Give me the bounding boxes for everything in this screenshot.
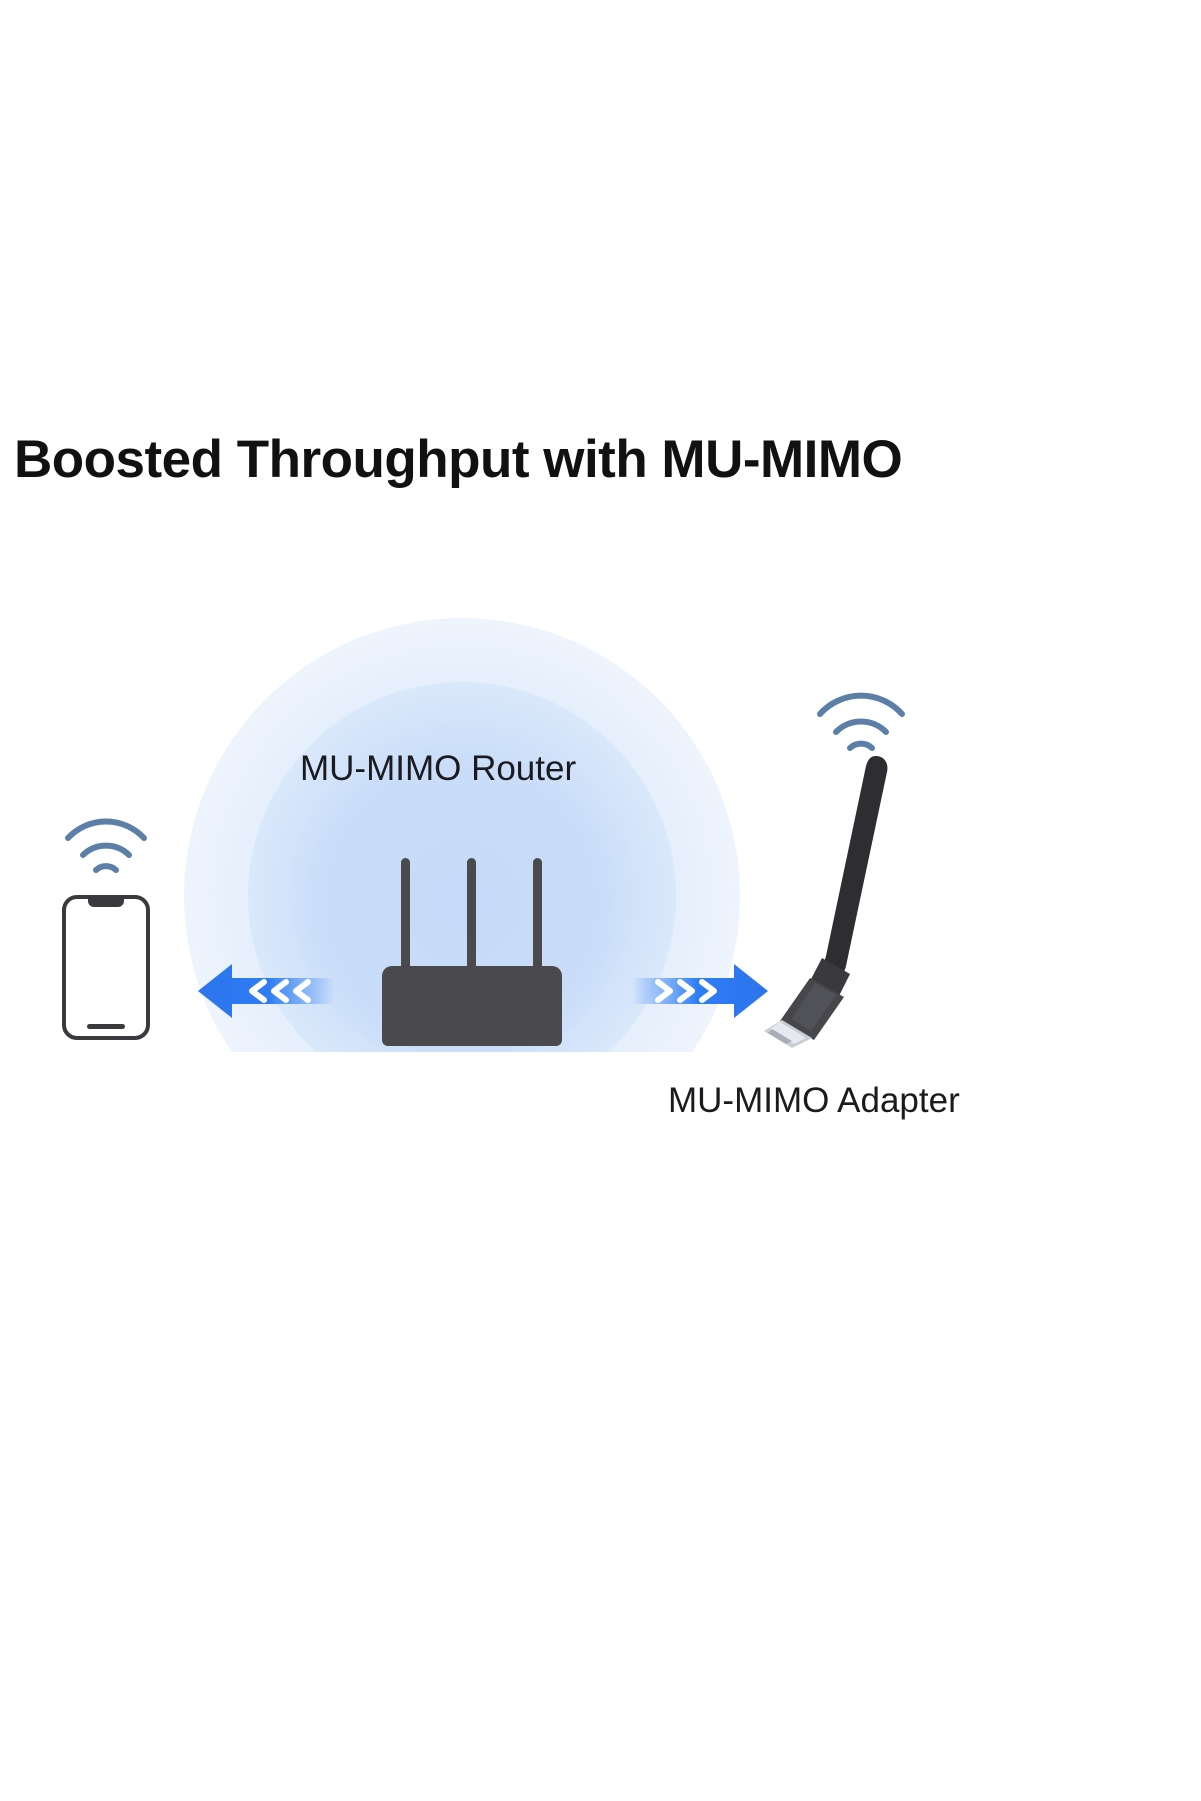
router-label: MU-MIMO Router xyxy=(300,749,577,788)
router-device xyxy=(382,858,562,1046)
adapter-antenna-icon xyxy=(824,756,888,978)
page-title: Boosted Throughput with MU-MIMO xyxy=(14,430,903,489)
wifi-icon-adapter xyxy=(814,682,908,754)
router-antenna-icon xyxy=(401,858,410,974)
phone-home-indicator xyxy=(87,1024,125,1029)
phone-notch xyxy=(88,898,124,907)
adapter-label: MU-MIMO Adapter xyxy=(668,1081,960,1120)
halo-bottom-mask xyxy=(150,1052,790,1222)
phone-frame xyxy=(62,895,150,1040)
smartphone-device xyxy=(62,895,150,1040)
router-antenna-icon xyxy=(533,858,542,974)
router-body xyxy=(382,966,562,1046)
usb-adapter-device xyxy=(758,750,978,1050)
downstream-arrow-right xyxy=(632,960,768,1022)
downstream-arrow-left xyxy=(198,960,334,1022)
wifi-icon-phone xyxy=(62,808,150,876)
router-antenna-icon xyxy=(467,858,476,974)
diagram-scene: MU-MIMO Router xyxy=(0,600,1201,1222)
